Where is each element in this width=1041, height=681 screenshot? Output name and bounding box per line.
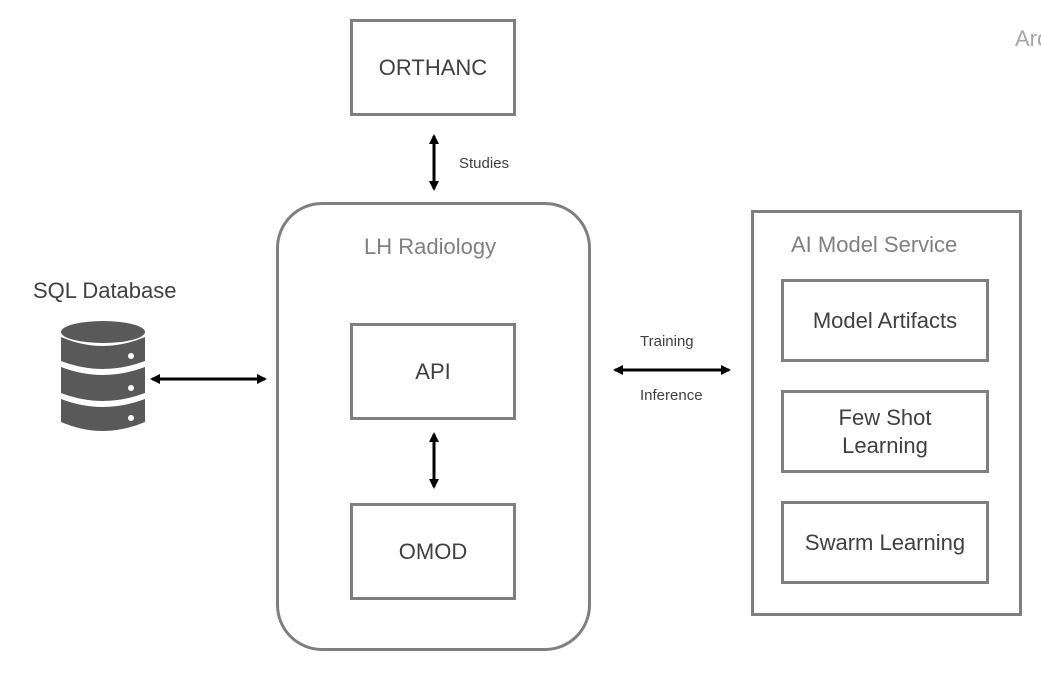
few-shot-learning-label: Few Shot Learning — [838, 404, 932, 458]
model-artifacts-label: Model Artifacts — [812, 307, 958, 333]
few-shot-learning-box[interactable]: Few Shot Learning — [781, 390, 989, 473]
orthanc-label: ORTHANC — [378, 54, 488, 80]
inference-label: Inference — [640, 387, 703, 404]
studies-label: Studies — [459, 155, 510, 172]
lh-radiology-title: LH Radiology — [364, 234, 497, 259]
model-artifacts-box[interactable]: Model Artifacts — [781, 279, 989, 362]
training-label: Training — [640, 333, 694, 350]
api-box[interactable]: API — [350, 323, 516, 420]
database-icon — [61, 321, 145, 431]
omod-box[interactable]: OMOD — [350, 503, 516, 600]
swarm-learning-label: Swarm Learning — [804, 529, 966, 555]
omod-label: OMOD — [398, 538, 468, 564]
api-label: API — [415, 358, 451, 384]
swarm-learning-box[interactable]: Swarm Learning — [781, 501, 989, 584]
corner-label: Arc — [1015, 26, 1041, 51]
orthanc-box[interactable]: ORTHANC — [350, 19, 516, 116]
sql-database-title: SQL Database — [33, 278, 177, 303]
ai-model-service-title: AI Model Service — [791, 232, 958, 257]
